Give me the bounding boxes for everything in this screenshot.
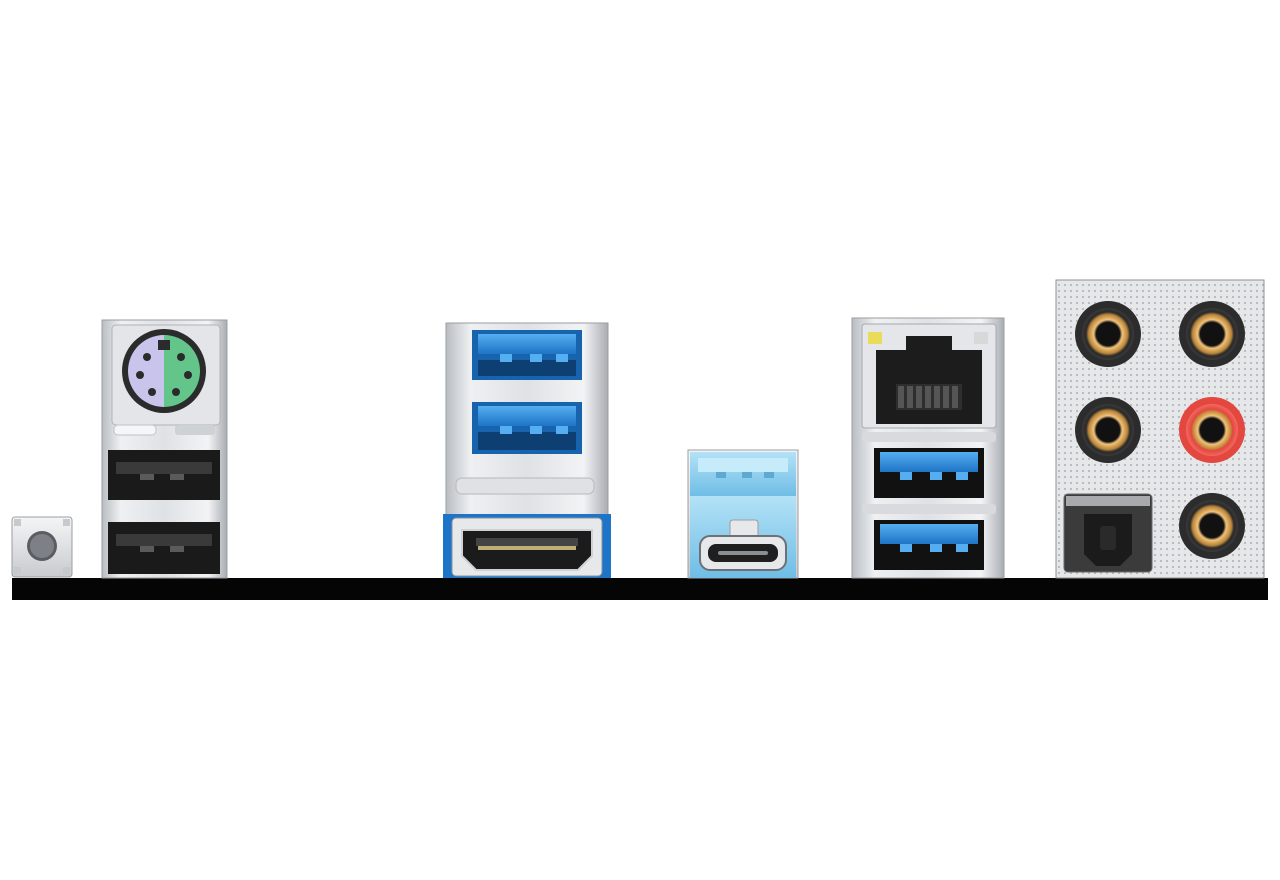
audio-jack-2[interactable] [1179, 301, 1245, 367]
audio-jack-6[interactable] [1179, 493, 1245, 559]
usb3-hdmi-stack [443, 322, 611, 578]
usb3-port-2[interactable] [472, 402, 582, 454]
hdmi-port[interactable] [443, 514, 611, 578]
lan-usb3-stack [851, 317, 1005, 579]
ps2-usb2-stack [101, 319, 228, 579]
audio-jack-1[interactable] [1075, 301, 1141, 367]
usb3-port-5[interactable] [874, 520, 984, 570]
audio-jack-mic[interactable] [1179, 397, 1245, 463]
usb-c-port[interactable] [699, 535, 787, 571]
lan-port[interactable] [861, 323, 997, 429]
audio-jack-3[interactable] [1075, 397, 1141, 463]
usb3-port-3[interactable] [690, 452, 796, 496]
usb3-port-4[interactable] [874, 448, 984, 498]
audio-stack [1055, 279, 1265, 579]
ps2-combo-port[interactable] [122, 329, 206, 413]
optical-spdif-port[interactable] [1063, 493, 1153, 573]
board-edge [12, 578, 1268, 600]
ps2-icon [128, 335, 164, 407]
usb3-port-1[interactable] [472, 330, 582, 380]
audio-jack-icon [1082, 308, 1134, 360]
usb-icon [140, 474, 154, 480]
usb-c-stack [687, 449, 799, 579]
usb2-port-top[interactable] [108, 450, 220, 500]
clear-cmos-button[interactable] [11, 516, 73, 578]
usb2-port-bottom[interactable] [108, 522, 220, 574]
